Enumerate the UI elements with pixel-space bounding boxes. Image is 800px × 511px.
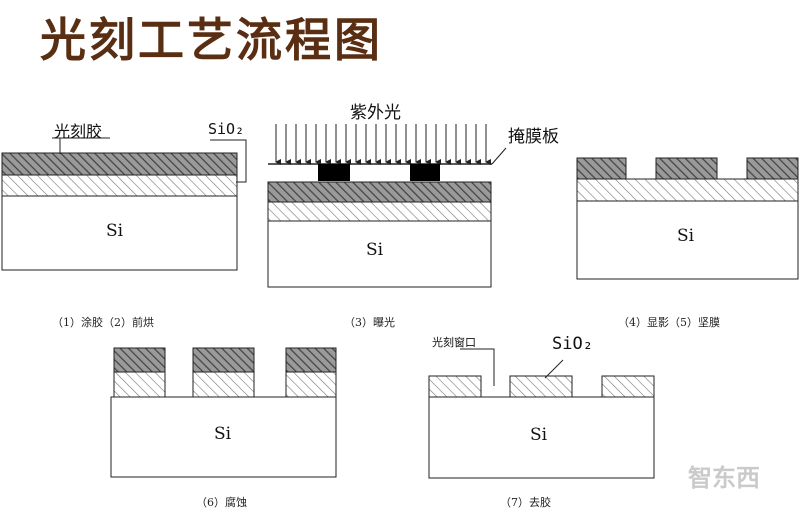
resist-block-1 (576, 157, 627, 180)
caption-step1-2: （1）涂胶（2）前烘 (52, 316, 154, 329)
caption-step3: （3）曝光 (344, 316, 395, 329)
sio2-layer (576, 178, 799, 202)
resist-block-2 (192, 347, 255, 373)
si-substrate (576, 200, 799, 280)
si-label-2: Si (366, 240, 384, 260)
panel-coating (1, 137, 247, 271)
panel-strip (428, 348, 655, 479)
resist-block-2 (655, 157, 718, 180)
resist-block-3 (285, 347, 337, 373)
si-label-3: Si (677, 226, 695, 246)
oxide-block-1 (113, 371, 166, 398)
si-label-5: Si (530, 425, 548, 445)
si-substrate (110, 396, 337, 478)
si-label-4: Si (214, 424, 232, 444)
watermark-logo: 智东西 (688, 464, 760, 492)
caption-step7: （7）去胶 (500, 496, 551, 509)
oxide-block-3 (285, 371, 337, 398)
photoresist-layer (1, 152, 238, 176)
si-substrate (428, 396, 655, 479)
uv-arrows (275, 124, 491, 165)
uv-light-label: 紫外光 (350, 103, 401, 123)
resist-block-1 (113, 347, 166, 373)
oxide-block-2 (509, 375, 573, 398)
mask-label: 掩膜板 (508, 127, 559, 147)
caption-step4-5: （4）显影（5）坚膜 (618, 316, 720, 329)
panel-etching (110, 347, 337, 478)
sio2-leader (210, 139, 247, 183)
si-label-1: Si (106, 221, 124, 241)
oxide-block-2 (192, 371, 255, 398)
sio2-leader (544, 359, 564, 379)
window-label: 光刻窗口 (432, 336, 476, 349)
sio2-layer (267, 201, 492, 222)
caption-step6: （6）腐蚀 (196, 496, 247, 509)
mask-block-left (318, 164, 350, 181)
window-leader (460, 348, 495, 386)
oxide-block-3 (601, 375, 655, 398)
si-substrate (1, 195, 238, 271)
page-title: 光刻工艺流程图 (40, 13, 383, 67)
panel-exposure (267, 124, 507, 288)
sio2-label-bottom: SiO₂ (552, 334, 593, 354)
mask-leader (491, 147, 507, 165)
panel-develop (576, 157, 799, 280)
mask-block-right (410, 164, 440, 181)
sio2-layer (1, 174, 238, 197)
photoresist-layer (267, 181, 492, 203)
si-substrate (267, 220, 492, 288)
oxide-block-1 (428, 375, 482, 398)
photoresist-label: 光刻胶 (54, 122, 103, 141)
resist-block-3 (746, 157, 799, 180)
sio2-label-top: SiO₂ (208, 120, 245, 138)
